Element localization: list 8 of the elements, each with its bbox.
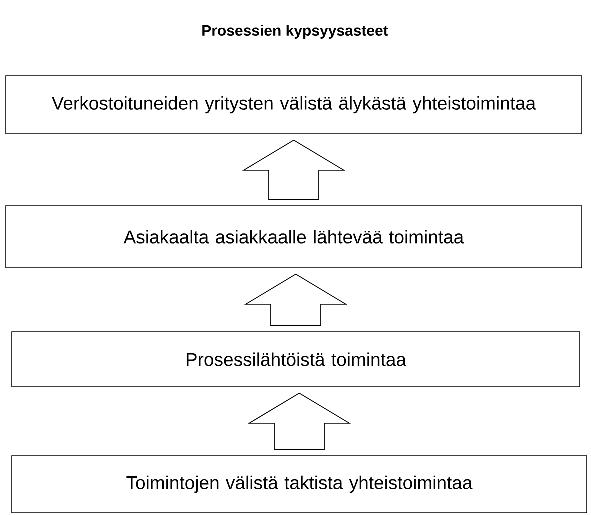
process-box: Asiakaalta asiakkaalle lähtevää toimintaa <box>6 206 582 268</box>
process-box: Prosessilähtöistä toimintaa <box>12 332 580 388</box>
block-arrow <box>242 140 346 200</box>
block-arrow <box>248 392 352 450</box>
title: Prosessien kypsyysasteet <box>202 25 388 39</box>
process-box: Toimintojen välistä taktista yhteistoimintaa <box>12 456 588 514</box>
process-box: Verkostoituneiden yritysten välistä älykästä yhteistoimintaa <box>6 76 582 134</box>
block-arrow <box>244 274 348 326</box>
